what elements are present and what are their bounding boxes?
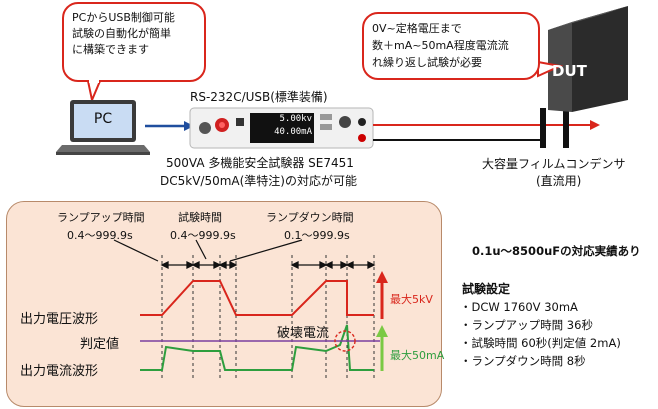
pc-callout: PCからUSB制御可能 試験の自動化が簡単 に構築できます [62,2,206,82]
current-waveform [140,324,374,371]
display-current: 40.00mA [274,127,312,137]
pc-callout-line1: PCからUSB制御可能 [72,11,175,24]
settings-item-2: ・ランプアップ時間 36秒 [460,318,593,332]
waveform-panel [6,201,442,407]
settings-item-4: ・ランプダウン時間 8秒 [460,354,586,368]
breakdown-label: 破壊電流 [277,326,330,341]
pc-callout-line3: に構築できます [72,43,149,56]
pc-callout-line2: 試験の自動化が簡単 [72,27,171,40]
test-label: 試験時間 [178,211,222,224]
interface-label: RS-232C/USB(標準装備) [190,90,328,104]
rampup-range: 0.4～999.9s [67,229,133,242]
dut-callout: 0V~定格電圧まで 数＋mA~50mA程度電流流 れ繰り返し試験が必要 [362,12,540,80]
dut-label: DUT [552,62,587,80]
voltage-waveform [140,280,374,316]
timing-markers [161,255,375,380]
dut-callout-line1: 0V~定格電圧まで [372,22,462,35]
record-text: 0.1u～8500uFの対応実績あり [472,244,641,258]
timing-arrows [160,260,376,270]
dut-callout-line3: れ繰り返し試験が必要 [372,56,482,69]
pc-callout-tail [86,80,102,104]
dut-block [548,6,628,112]
settings-item-3: ・試験時間 60秒(判定値 2mA) [460,336,621,350]
display-voltage: 5.00kv [279,114,312,124]
settings-title: 試験設定 [462,282,511,296]
settings-item-1: ・DCW 1760V 30mA [460,300,578,314]
capacitor-type: (直流用) [536,174,582,188]
waveform-chart [113,239,388,380]
max-voltage-label: 最大5kV [390,293,433,306]
voltage-waveform-label: 出力電圧波形 [20,312,99,327]
test-range: 0.4～999.9s [170,229,236,242]
dut-callout-line2: 数＋mA~50mA程度電流流 [372,39,509,52]
tester-spec: DC5kV/50mA(準特注)の対応が可能 [160,174,357,188]
max-current-label: 最大50mA [390,349,445,362]
rampup-label: ランプアップ時間 [57,211,145,224]
judge-label: 判定値 [80,337,120,352]
current-waveform-label: 出力電流波形 [20,364,99,379]
system-diagram [56,6,628,155]
label-pointers [113,239,303,262]
rampdown-range: 0.1～999.9s [284,229,350,242]
rampdown-label: ランプダウン時間 [266,211,354,224]
pc-label: PC [93,111,113,127]
capacitor-name: 大容量フィルムコンデンサ [482,157,626,171]
tester-device [189,107,374,149]
tester-name: 500VA 多機能安全試験器 SE7451 [166,156,354,170]
laptop-icon [56,100,150,155]
breakdown-marker [334,330,356,352]
